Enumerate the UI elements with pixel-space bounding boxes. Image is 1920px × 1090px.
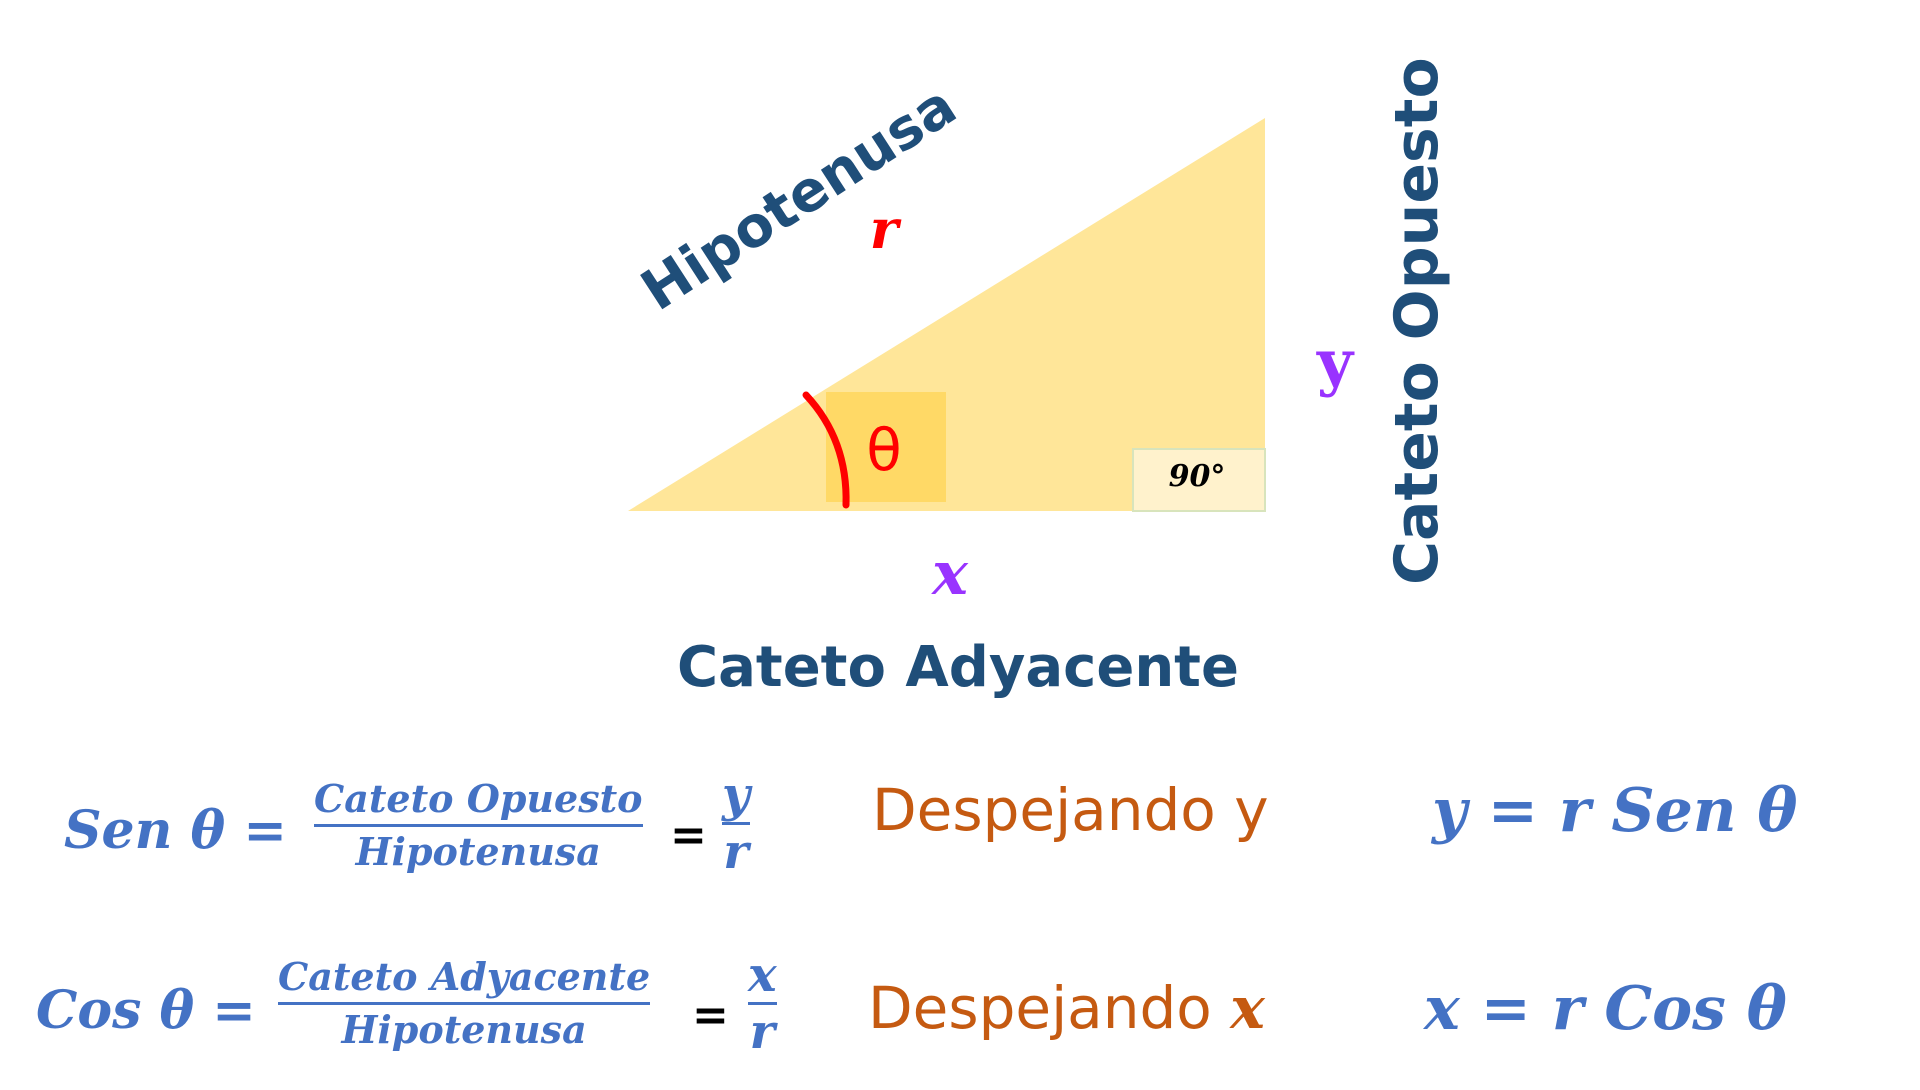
cosine-formula-row: Cos θ = Cateto Adyacente Hipotenusa = x … <box>0 940 1920 1090</box>
sine-var-fraction: y r <box>722 770 750 877</box>
right-angle-label: 90° <box>1169 459 1226 494</box>
cosine-var-den: r <box>749 1004 775 1060</box>
sine-var-num: y <box>722 767 750 823</box>
sine-formula-row: Sen θ = Cateto Opuesto Hipotenusa = y r … <box>0 760 1920 910</box>
cosine-var-num: x <box>748 947 777 1003</box>
cosine-denominator: Hipotenusa <box>341 1007 587 1052</box>
fraction-bar <box>722 822 750 825</box>
adjacent-var: x <box>930 539 969 609</box>
right-angle-box <box>1132 448 1266 512</box>
cosine-equals: = <box>692 990 729 1041</box>
cosine-ratio-fraction: Cateto Adyacente Hipotenusa <box>278 954 651 1053</box>
opposite-var: y <box>1316 326 1355 399</box>
cosine-var-fraction: x r <box>748 950 777 1057</box>
fraction-bar <box>278 1002 651 1005</box>
cosine-despejando-text: Despejando <box>868 974 1231 1042</box>
cosine-numerator: Cateto Adyacente <box>278 954 651 999</box>
right-triangle <box>628 118 1265 511</box>
cosine-despejando-var: x <box>1230 974 1265 1042</box>
angle-theta-label: θ <box>866 416 902 484</box>
cosine-despejando: Despejando x <box>868 974 1265 1042</box>
fraction-bar <box>748 1002 777 1005</box>
cosine-result: x = r Cos θ <box>1424 974 1787 1044</box>
fraction-bar <box>314 824 643 827</box>
sine-var-den: r <box>723 824 749 880</box>
sine-numerator: Cateto Opuesto <box>314 776 643 821</box>
hypotenuse-var: r <box>870 197 902 261</box>
cosine-name: Cos θ = <box>36 980 256 1041</box>
sine-ratio-fraction: Cateto Opuesto Hipotenusa <box>314 776 643 875</box>
sine-name: Sen θ = <box>64 800 287 861</box>
adjacent-label: Cateto Adyacente <box>677 635 1239 700</box>
hypotenuse-label: Hipotenusa <box>630 73 968 324</box>
sine-denominator: Hipotenusa <box>355 829 601 874</box>
sine-result: y = r Sen θ <box>1432 776 1798 846</box>
angle-arc <box>802 391 850 509</box>
sine-despejando-text: Despejando y <box>872 776 1269 844</box>
opposite-label: Cateto Opuesto <box>1382 57 1452 585</box>
sine-despejando: Despejando y <box>872 776 1269 844</box>
sine-equals: = <box>670 810 707 861</box>
